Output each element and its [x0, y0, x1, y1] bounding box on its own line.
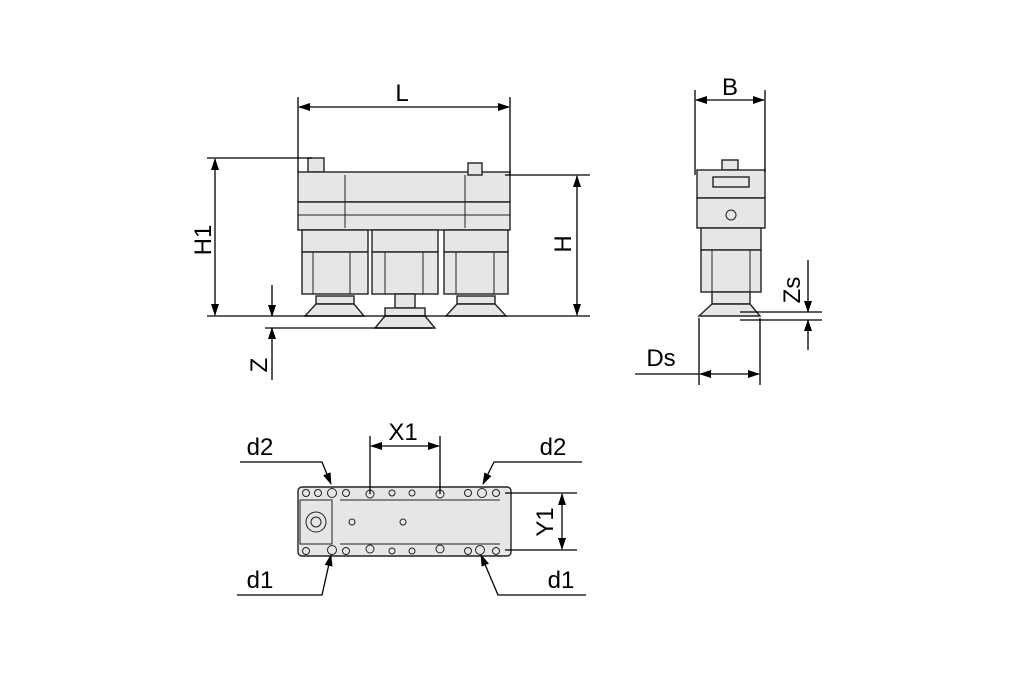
label-d1-left: d1: [247, 567, 274, 594]
label-Z: Z: [246, 358, 273, 373]
dimension-Y1: Y1: [505, 492, 577, 551]
label-H1: H1: [190, 225, 217, 256]
label-Ds: Ds: [646, 345, 675, 372]
dimension-B: B: [694, 74, 766, 175]
label-d1-right: d1: [548, 567, 575, 594]
bottom-view: [297, 486, 512, 557]
front-view: [297, 157, 511, 329]
dimension-Z: Z: [246, 285, 432, 380]
label-d2-left: d2: [247, 434, 274, 461]
dimension-H: H: [505, 174, 590, 316]
leader-d1-left: d1: [237, 554, 333, 596]
label-Zs: Zs: [779, 277, 806, 304]
dimension-X1: X1: [369, 419, 441, 494]
label-d2-right: d2: [540, 434, 567, 461]
leader-d2-left: d2: [240, 434, 332, 485]
label-X1: X1: [388, 419, 417, 446]
leader-d2-right: d2: [482, 434, 582, 485]
label-L: L: [395, 80, 408, 107]
label-H: H: [550, 235, 577, 252]
dimension-Ds: Ds: [635, 318, 761, 385]
dimension-Zs: Zs: [740, 260, 822, 350]
label-Y1: Y1: [532, 507, 559, 536]
leader-d1-right: d1: [480, 554, 586, 596]
label-B: B: [722, 74, 738, 101]
dimension-L: L: [297, 80, 511, 175]
side-view: [696, 159, 766, 317]
